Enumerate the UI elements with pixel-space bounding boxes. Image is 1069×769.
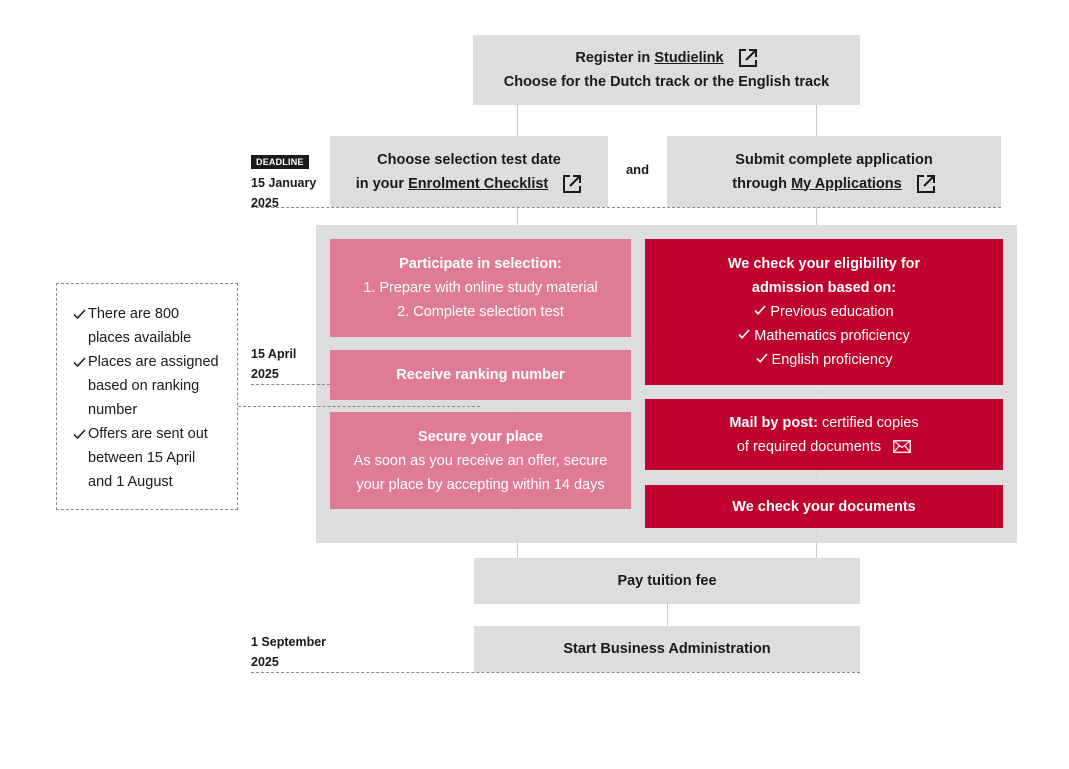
ranking-date-label: 15 April 2025 [251,344,331,384]
connector-line-left-bottom [517,543,518,558]
tuition-label: Pay tuition fee [617,573,717,589]
note-item: There are 800 places available [71,302,227,350]
connector-line-red-3 [816,528,817,543]
selection-date-line2: in your Enrolment Checklist [356,172,583,196]
connector-line-center [667,604,668,626]
check-icon [73,429,86,440]
connector-line-pink-3 [517,509,518,543]
note-line: places available [88,330,192,346]
eligibility-item: Previous education [754,300,894,324]
check-icon [73,309,86,320]
start-box: Start Business Administration [474,626,860,672]
start-dashed-line [251,672,860,673]
note-line: Places are assigned [88,354,219,370]
check-documents-label: We check your documents [732,498,916,515]
connector-line-right-top [816,105,817,136]
mail-post-box: Mail by post: certified copies of requir… [645,399,1003,470]
participate-title: Participate in selection: [399,256,562,272]
eligibility-item: English proficiency [755,348,893,372]
mail-icon [893,440,912,454]
start-date-line2: 2025 [251,655,279,669]
check-icon [73,357,86,368]
eligibility-item-label: Previous education [770,304,894,320]
external-link-icon[interactable] [562,174,582,194]
notes-dashed-line [238,406,480,407]
eligibility-box: We check your eligibility for admission … [645,239,1003,385]
eligibility-item-label: English proficiency [771,352,893,368]
check-icon [754,305,766,315]
deadline-badge: DEADLINE [251,155,309,169]
ranking-date-line2: 2025 [251,367,279,381]
register-box: Register in Studielink Choose for the Du… [473,35,860,105]
deadline-date-line1: 15 January [251,176,317,190]
deadline-date-line2: 2025 [251,196,279,210]
check-documents-box: We check your documents [645,485,1003,528]
note-line: based on ranking [88,378,200,394]
check-icon [755,353,768,363]
ranking-dashed-line [251,384,330,385]
participate-step1: 1. Prepare with online study material [363,280,598,296]
note-line: between 15 April [88,450,196,466]
check-icon [738,329,750,339]
participate-step2: 2. Complete selection test [397,304,564,320]
note-text: Offers are sent out between 15 April and… [88,422,208,494]
connector-line-right-mid [816,207,817,225]
selection-date-prefix: in your [355,175,405,192]
ranking-box: Receive ranking number [330,350,631,400]
note-line: number [88,402,138,418]
note-line: and 1 August [88,474,173,490]
connector-line-right-bottom [816,543,817,558]
connector-line-pink-1 [517,337,518,350]
secure-place-box: Secure your place As soon as you receive… [330,412,631,509]
deadline-dashed-line [251,207,1001,208]
submit-application-line2: through My Applications [732,172,935,196]
register-line2: Choose for the Dutch track or the Englis… [503,74,830,90]
connector-line-pink-2 [517,400,518,412]
ranking-label: Receive ranking number [396,367,565,383]
external-link-icon[interactable] [738,48,758,68]
note-line: Offers are sent out [88,426,208,442]
deadline-label: DEADLINE 15 January 2025 [251,152,331,213]
studielink-link[interactable]: Studielink [654,50,724,66]
start-label: Start Business Administration [563,641,771,657]
tuition-box: Pay tuition fee [474,558,860,604]
note-text: There are 800 places available [88,302,191,350]
ranking-date-line1: 15 April [251,347,297,361]
my-applications-link[interactable]: My Applications [791,175,902,192]
selection-date-box: Choose selection test date in your Enrol… [330,136,608,207]
note-text: Places are assigned based on ranking num… [88,350,219,422]
eligibility-title-line2: admission based on: [751,280,897,296]
participate-box: Participate in selection: 1. Prepare wit… [330,239,631,337]
eligibility-item: Mathematics proficiency [738,324,910,348]
enrolment-checklist-link[interactable]: Enrolment Checklist [408,175,549,192]
submit-application-box: Submit complete application through My A… [667,136,1001,207]
and-connector: and [625,162,650,177]
secure-place-line2: your place by accepting within 14 days [356,476,605,493]
connector-line-red-2 [816,470,817,485]
connector-line-red-1 [816,385,817,399]
note-item: Offers are sent out between 15 April and… [71,422,227,494]
secure-place-line1: As soon as you receive an offer, secure [353,452,608,469]
register-prefix: Register in [575,50,651,66]
mail-post-line1: Mail by post: certified copies [729,411,918,435]
eligibility-title-line1: We check your eligibility for [727,256,921,272]
mail-post-line2: of required documents [736,435,912,459]
external-link-icon[interactable] [916,174,936,194]
mail-post-line2-text: of required documents [736,438,882,455]
eligibility-item-label: Mathematics proficiency [754,328,910,344]
connector-line-left-mid [517,207,518,225]
notes-box: There are 800 places available Places ar… [56,283,238,510]
secure-place-title: Secure your place [418,428,543,445]
start-date-line1: 1 September [251,635,327,649]
note-line: There are 800 [88,306,180,322]
register-line1: Register in Studielink [575,46,757,70]
start-date-label: 1 September 2025 [251,632,351,672]
selection-date-line1: Choose selection test date [377,151,561,168]
connector-line-left-top [517,105,518,136]
note-item: Places are assigned based on ranking num… [71,350,227,422]
mail-post-rest: certified copies [821,414,919,431]
submit-application-prefix: through [732,175,788,192]
mail-post-bold: Mail by post: [729,414,818,431]
submit-application-line1: Submit complete application [735,151,933,168]
